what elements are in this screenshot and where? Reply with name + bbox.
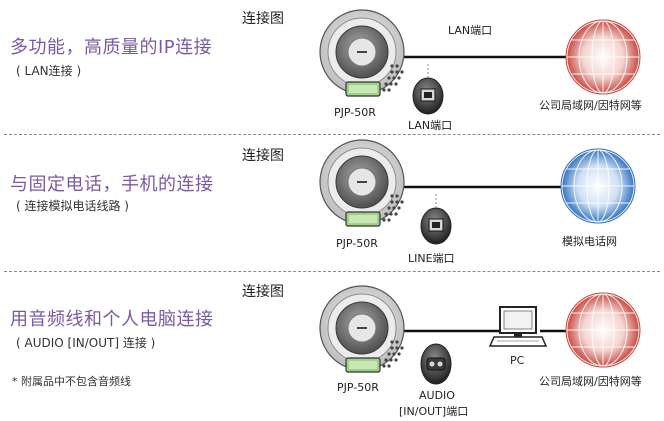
- lan-port-label: LAN端口: [408, 119, 453, 132]
- subline-lan: ( LAN连接 ): [16, 64, 82, 78]
- headline-ip-connection: 多功能，高质量的IP连接: [10, 37, 213, 58]
- device-label: PJP-50R: [336, 237, 378, 250]
- headline-phone-connection: 与固定电话，手机的连接: [10, 174, 214, 195]
- network-label: 公司局域网/因特网等: [539, 375, 642, 388]
- diagram-title: 连接图: [242, 148, 284, 164]
- pc-label: PC: [510, 354, 525, 367]
- globe-phone-network-icon: [560, 148, 636, 224]
- phone-device-icon: [319, 9, 405, 97]
- globe-network-icon: [565, 19, 641, 95]
- network-label: 公司局域网/因特网等: [539, 99, 642, 112]
- pc-icon: [488, 306, 548, 347]
- device-label: PJP-50R: [334, 106, 376, 119]
- audio-port-icon: [420, 343, 452, 385]
- diagram-title: 连接图: [242, 11, 284, 27]
- audio-port-label-line2: [IN/OUT]端口: [399, 405, 469, 418]
- phone-device-icon: [319, 139, 405, 227]
- section-divider: [4, 134, 660, 135]
- phone-device-icon: [319, 285, 405, 373]
- device-label: PJP-50R: [337, 381, 379, 394]
- lan-line-label: LAN端口: [448, 24, 493, 37]
- line-port-icon: [420, 194, 452, 245]
- section-divider: [4, 271, 660, 272]
- network-label: 模拟电话网: [562, 235, 617, 248]
- line-port-label: LINE端口: [408, 252, 455, 265]
- headline-audio-pc-connection: 用音频线和个人电脑连接: [10, 309, 214, 330]
- globe-network-icon: [565, 292, 641, 368]
- audio-port-label-line1: AUDIO: [419, 389, 455, 402]
- subline-analog-line: ( 连接模拟电话线路 ): [16, 199, 129, 213]
- accessory-note: * 附属品中不包含音频线: [12, 375, 131, 388]
- diagram-title: 连接图: [242, 284, 284, 300]
- lan-port-icon: [412, 64, 444, 115]
- subline-audio: ( AUDIO [IN/OUT] 连接 ): [16, 336, 156, 350]
